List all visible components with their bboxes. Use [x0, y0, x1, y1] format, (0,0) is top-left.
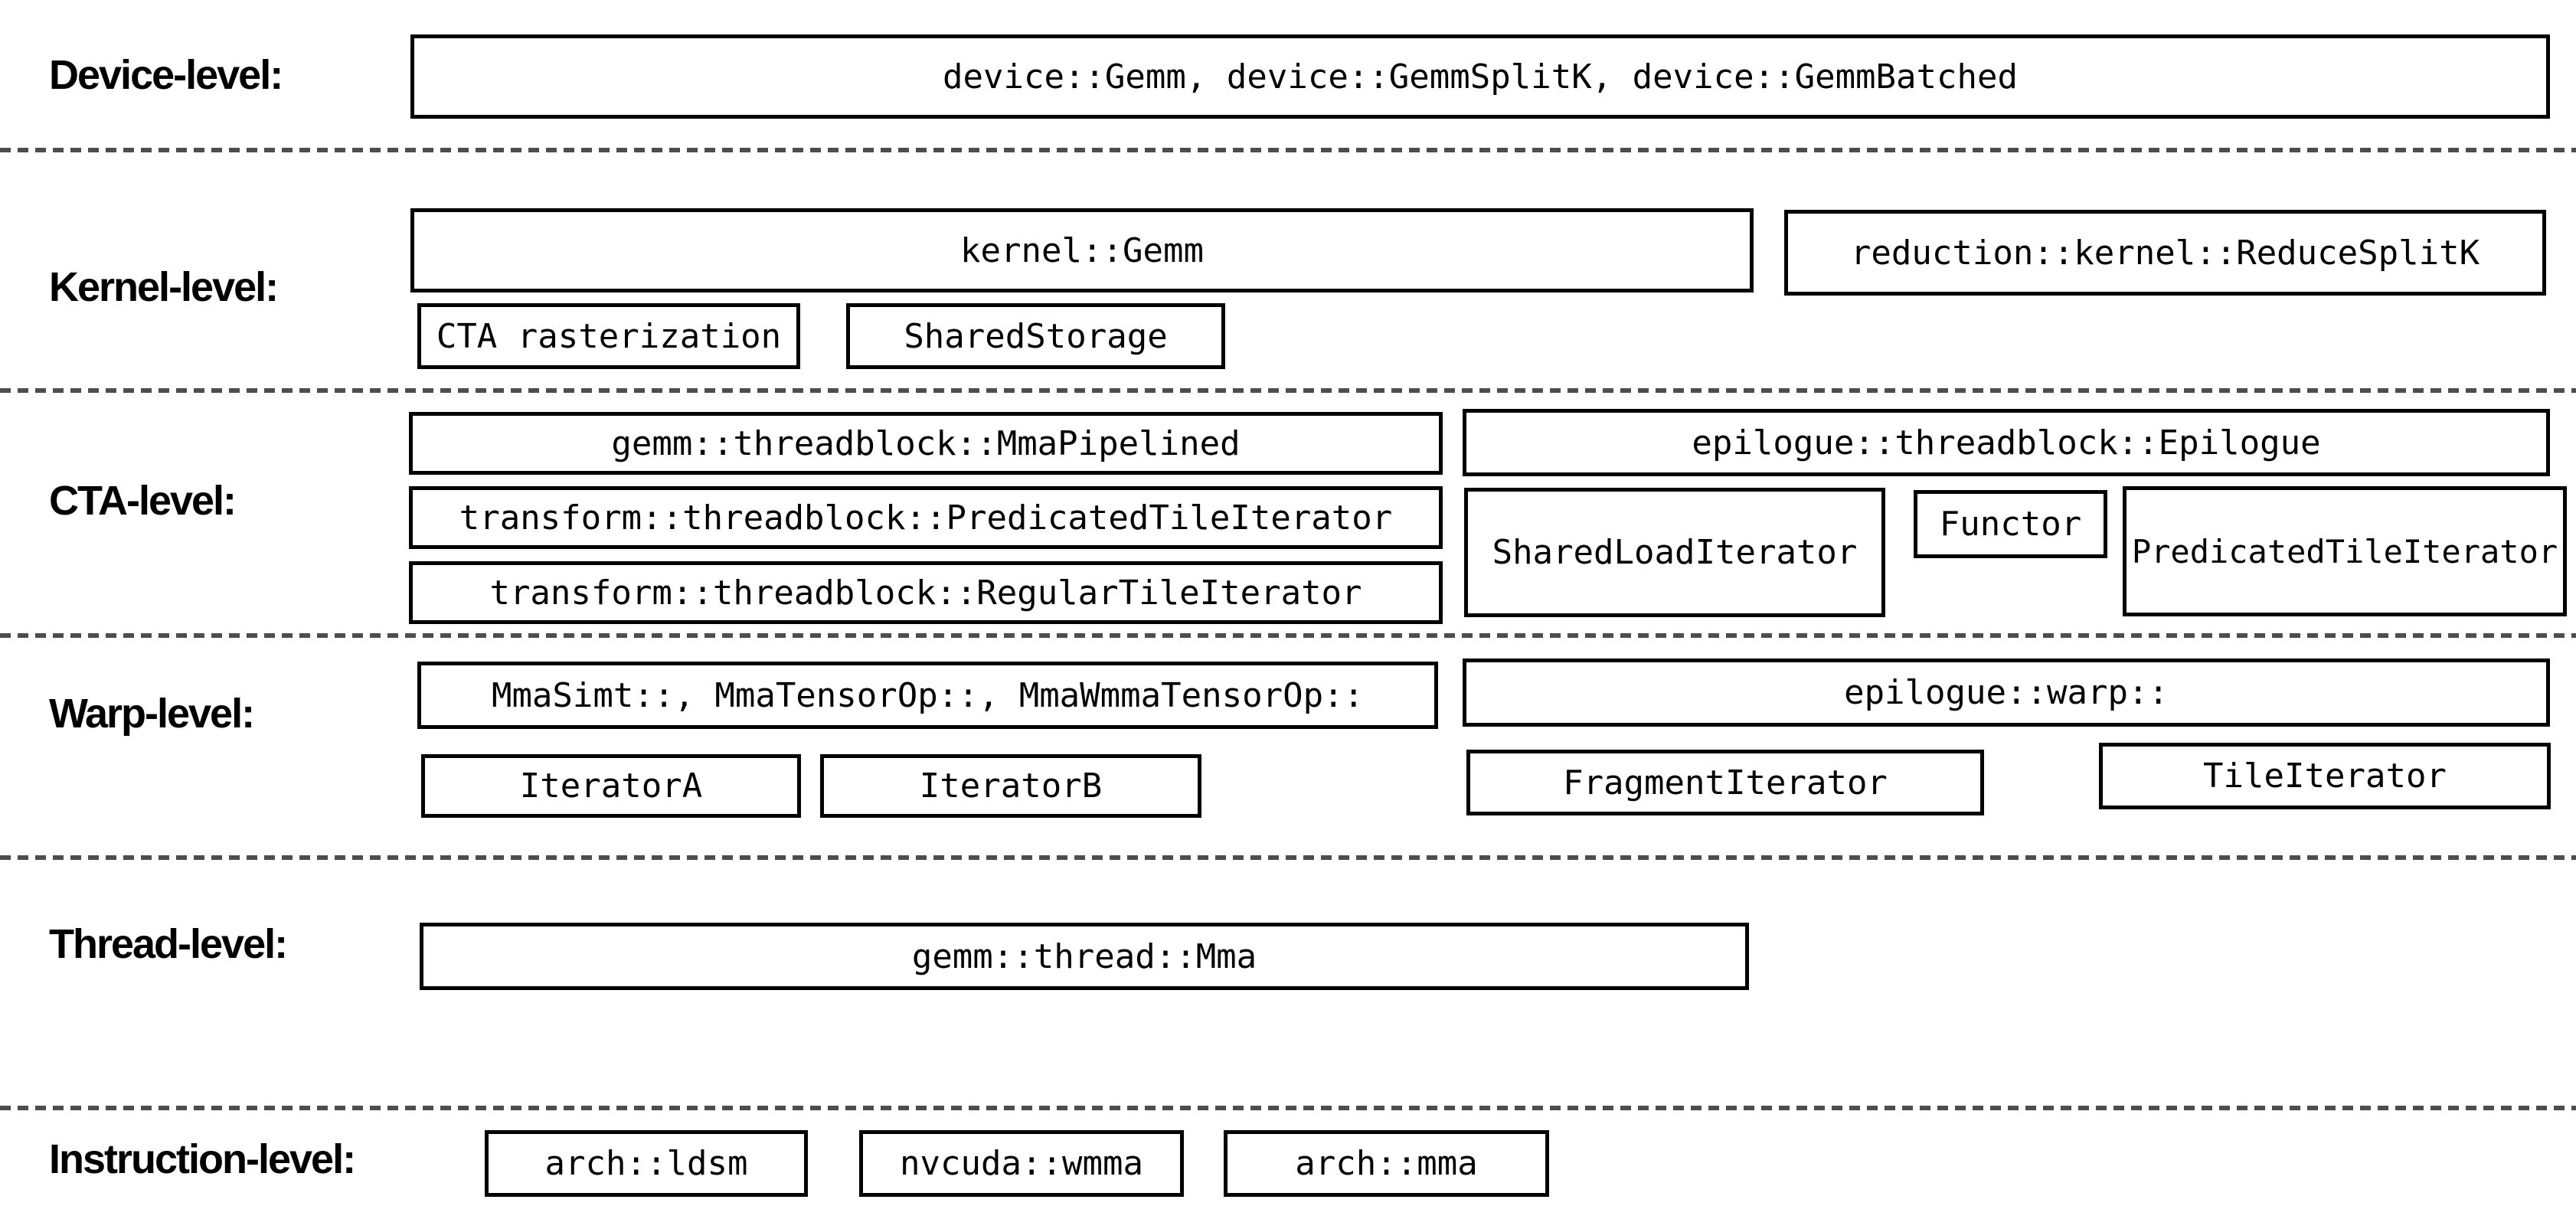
dashed-separator-warp-thread — [0, 855, 2576, 860]
box-kernel-gemm: kernel::Gemm — [410, 208, 1754, 292]
box-epilogue-warp: epilogue::warp:: — [1463, 659, 2550, 727]
box-regular-tile-iterator: transform::threadblock::RegularTileItera… — [409, 561, 1443, 624]
box-predicated-tile-iterator: transform::threadblock::PredicatedTileIt… — [409, 486, 1443, 549]
dashed-separator-device-kernel — [0, 148, 2576, 152]
box-shared-load-iterator: SharedLoadIterator — [1464, 488, 1885, 617]
box-functor: Functor — [1914, 490, 2107, 558]
box-warp-mma-ops: MmaSimt::, MmaTensorOp::, MmaWmmaTensorO… — [417, 662, 1438, 729]
box-epilogue-threadblock: epilogue::threadblock::Epilogue — [1463, 409, 2550, 476]
box-fragment-iterator: FragmentIterator — [1466, 750, 1984, 815]
level-label-warp: Warp-level: — [49, 691, 255, 737]
box-shared-storage: SharedStorage — [846, 303, 1225, 369]
level-label-instruction: Instruction-level: — [49, 1136, 356, 1182]
box-cta-rasterization: CTA rasterization — [417, 303, 800, 369]
dashed-separator-cta-warp — [0, 633, 2576, 638]
level-label-kernel: Kernel-level: — [49, 264, 279, 310]
box-mma-pipelined: gemm::threadblock::MmaPipelined — [409, 412, 1443, 475]
box-iterator-b: IteratorB — [820, 754, 1201, 818]
box-epilogue-predicated-tile-iterator: PredicatedTileIterator — [2123, 486, 2567, 616]
box-reduce-splitk: reduction::kernel::ReduceSplitK — [1784, 210, 2546, 296]
dashed-separator-kernel-cta — [0, 388, 2576, 393]
box-device-gemm: device::Gemm, device::GemmSplitK, device… — [410, 34, 2550, 119]
level-label-device: Device-level: — [49, 52, 283, 98]
box-iterator-a: IteratorA — [421, 754, 801, 818]
dashed-separator-thread-instruction — [0, 1106, 2576, 1110]
box-arch-ldsm: arch::ldsm — [485, 1130, 808, 1197]
box-nvcuda-wmma: nvcuda::wmma — [859, 1130, 1184, 1197]
level-label-cta: CTA-level: — [49, 478, 237, 524]
box-thread-mma: gemm::thread::Mma — [420, 923, 1749, 990]
box-tile-iterator: TileIterator — [2099, 743, 2551, 809]
box-arch-mma: arch::mma — [1224, 1130, 1549, 1197]
level-label-thread: Thread-level: — [49, 921, 288, 967]
